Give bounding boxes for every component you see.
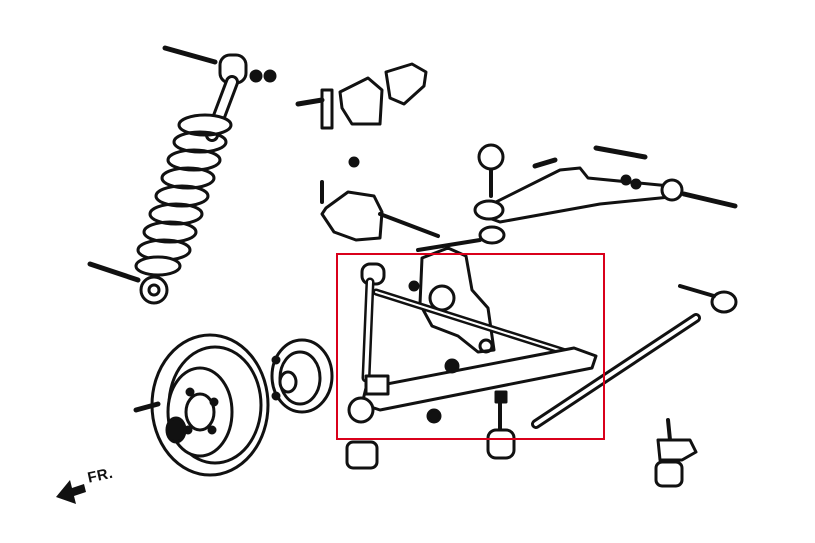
highlight-frame (336, 253, 605, 440)
direction-arrow-icon (56, 480, 86, 504)
mounting-bracket-icon (295, 62, 428, 168)
tie-rod-icon (531, 284, 738, 429)
ball-joint-icon (345, 390, 516, 470)
upper-control-arm-icon (473, 143, 738, 245)
knuckle-icon (320, 180, 496, 354)
coilover-shock-icon (87, 45, 277, 305)
lower-control-arm-icon (347, 262, 598, 424)
outer-ball-joint-icon (654, 418, 698, 488)
wheel-hub-icon (270, 338, 334, 414)
brake-disc-icon (133, 333, 270, 477)
